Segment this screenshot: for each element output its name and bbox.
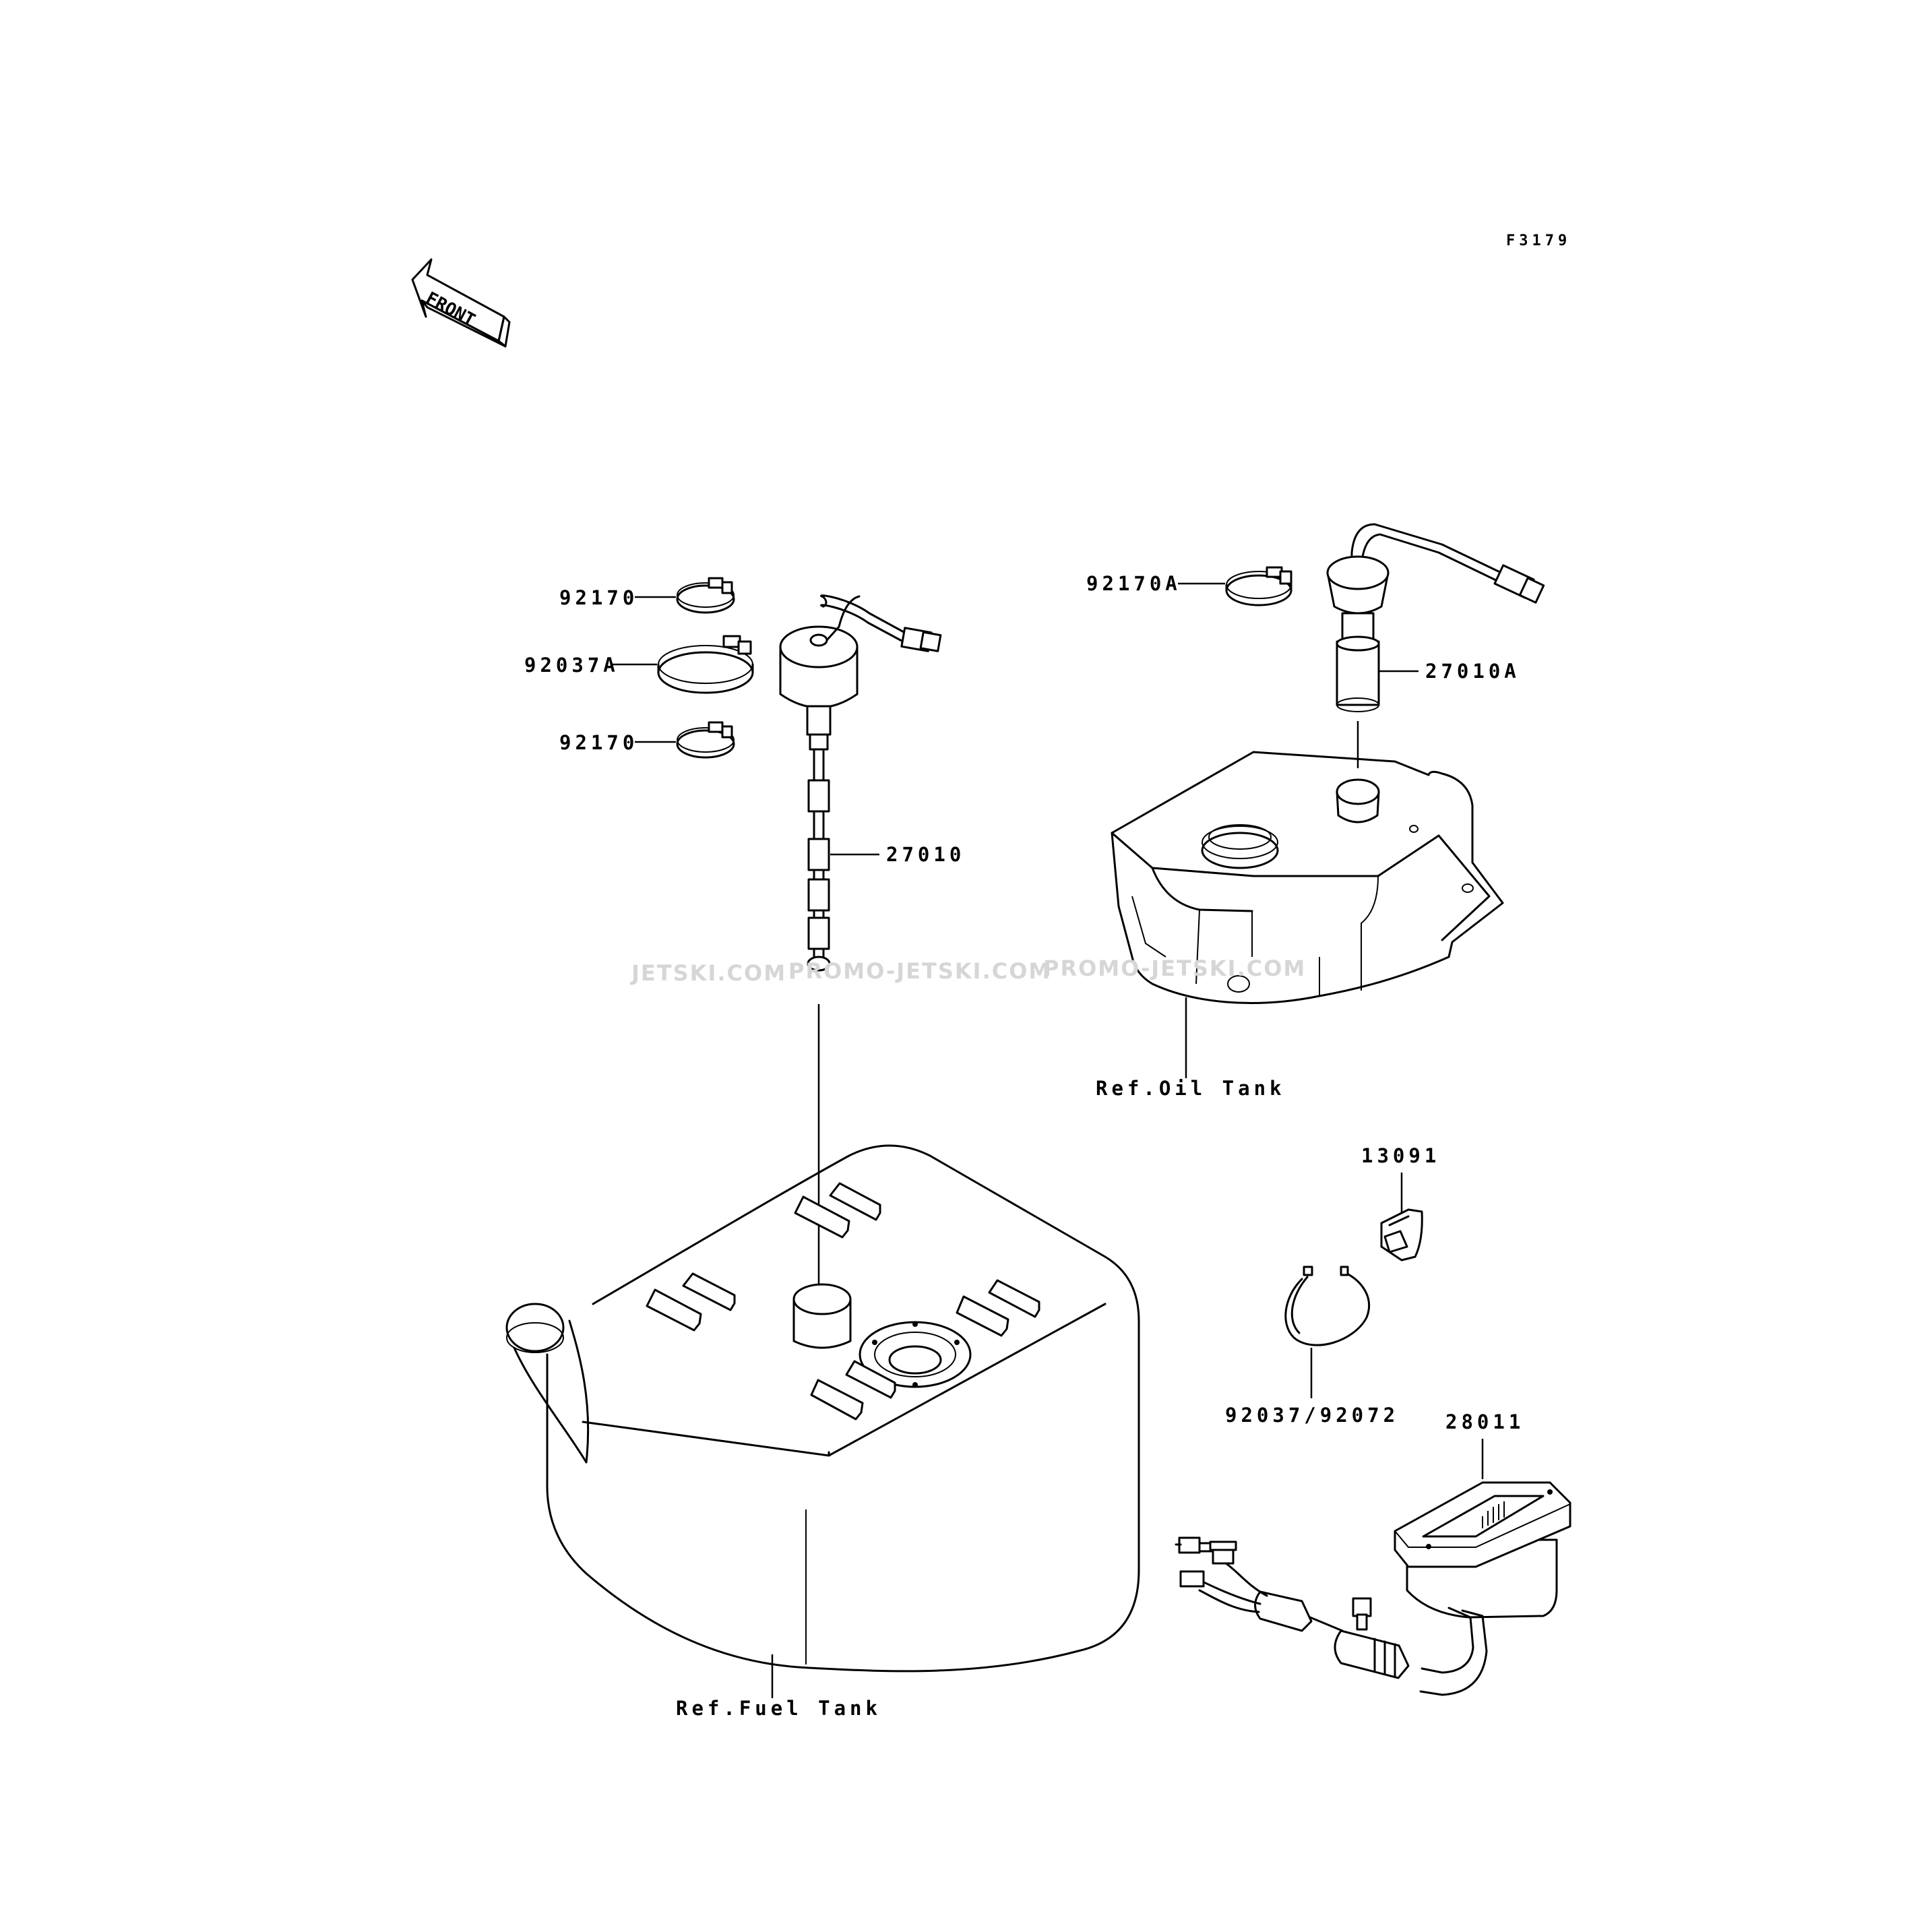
label-92170-upper: 92170	[559, 586, 638, 609]
fuel-gauge-sender-27010	[779, 594, 942, 972]
front-arrow-icon: FRONT	[411, 258, 511, 348]
meter-28011	[1175, 1481, 1571, 1696]
watermark: JETSKI.COM PROMO-JETSKI.COM PROMO-JETSKI…	[630, 956, 1306, 986]
label-13091: 13091	[1361, 1144, 1440, 1167]
watermark-text-1: JETSKI.COM	[630, 960, 786, 986]
watermark-text-3: PROMO-JETSKI.COM	[1043, 956, 1306, 981]
oil-tank	[1111, 751, 1504, 1078]
label-92037a: 92037A	[524, 654, 619, 677]
ref-oil-tank: Ref.Oil Tank	[1096, 1077, 1286, 1100]
band-92037-92072	[1284, 1266, 1371, 1346]
label-92037-92072: 92037/92072	[1225, 1404, 1399, 1427]
label-92170-lower: 92170	[559, 731, 638, 754]
oil-clamp-92170a	[1225, 566, 1292, 606]
clamp-92170-lower	[676, 721, 735, 759]
label-27010: 27010	[886, 843, 965, 866]
fuel-tank	[505, 1144, 1140, 1698]
bracket-13091	[1380, 1208, 1423, 1261]
clamp-92037a	[657, 635, 754, 694]
watermark-text-2: PROMO-JETSKI.COM	[788, 958, 1051, 984]
ref-fuel-tank: Ref.Fuel Tank	[676, 1697, 881, 1720]
clamp-92170-upper	[676, 577, 735, 614]
label-27010a: 27010A	[1425, 660, 1520, 683]
figure-code: F3179	[1506, 232, 1571, 249]
oil-level-sender-27010a	[1326, 523, 1545, 712]
label-28011: 28011	[1445, 1410, 1524, 1433]
label-92170a: 92170A	[1086, 572, 1181, 595]
